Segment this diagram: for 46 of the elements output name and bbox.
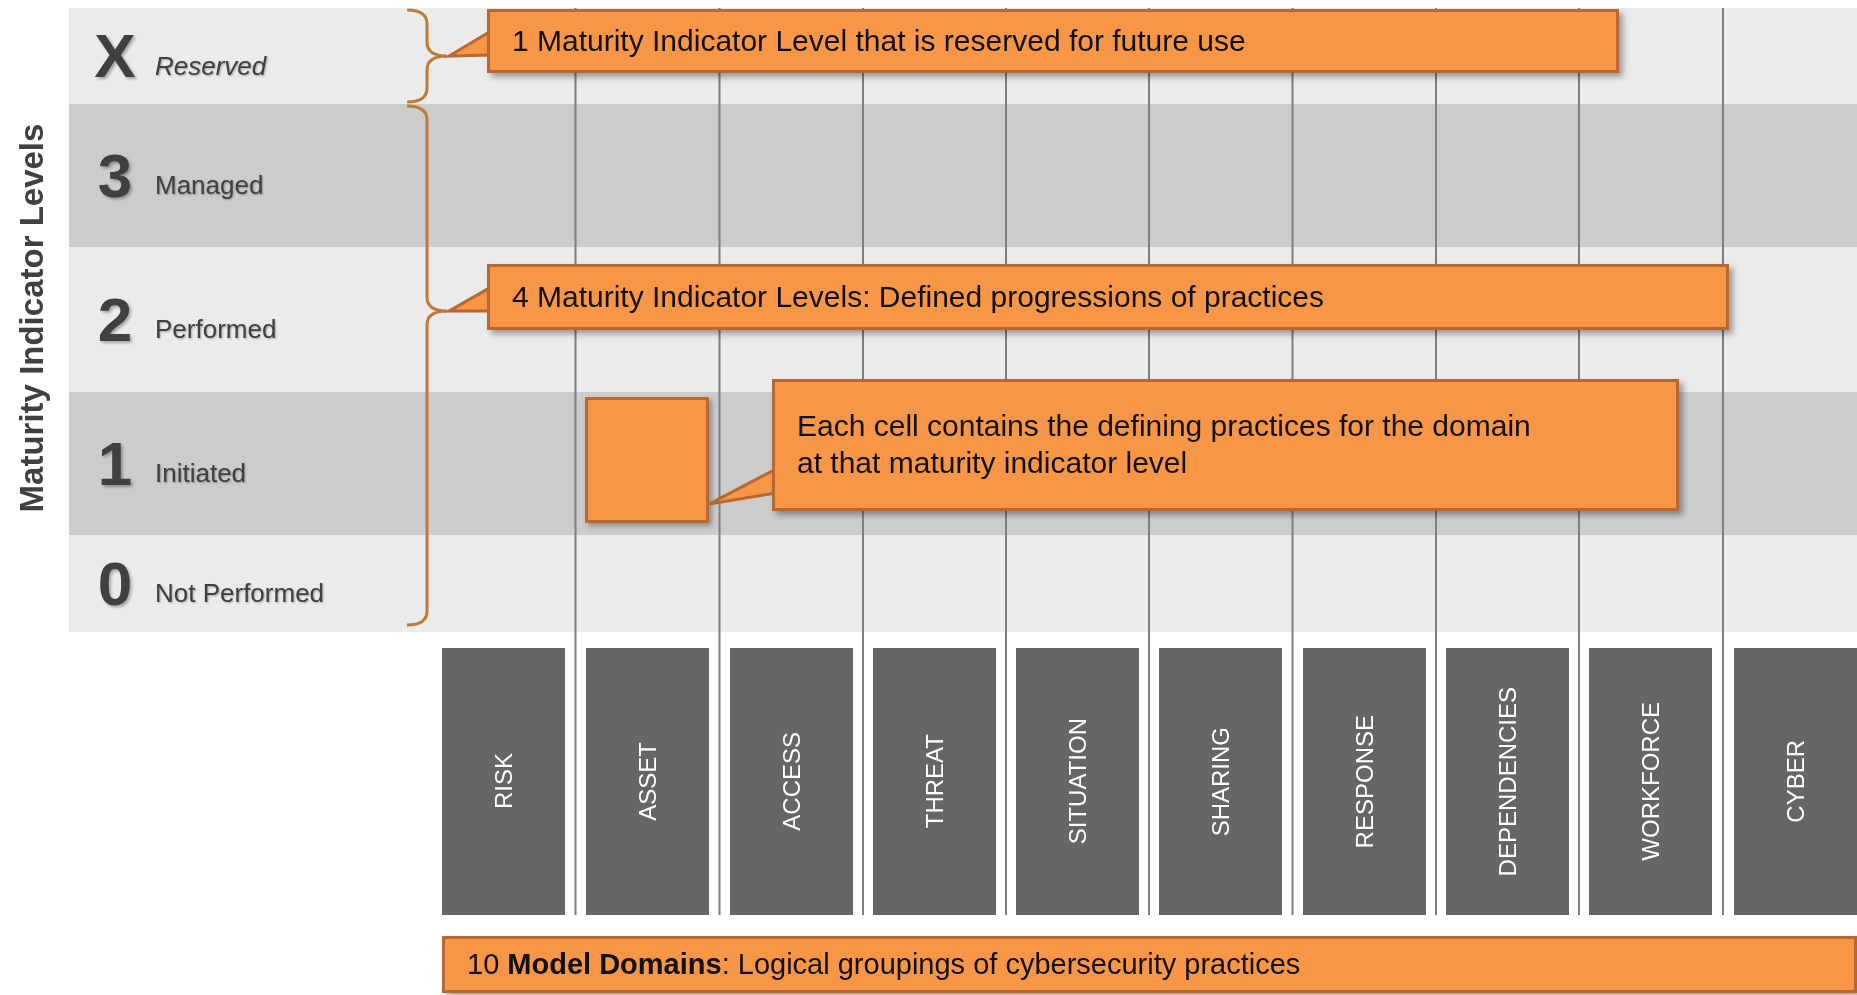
domain-column [730, 648, 853, 915]
level-name: Reserved [155, 50, 267, 82]
level-name: Performed [155, 314, 277, 345]
level-band [69, 535, 1857, 632]
level-number: 2 [96, 288, 134, 351]
level-number: 3 [96, 144, 134, 207]
domain-column [442, 648, 565, 915]
callout-box [772, 379, 1679, 511]
level-name: Managed [155, 170, 264, 201]
callout-text: 1 Maturity Indicator Level that is reserved for future use [512, 22, 1246, 59]
callout-box [487, 9, 1619, 73]
level-number: X [93, 25, 137, 87]
callout-text: Each cell contains the defining practices for the domain at that maturity indicator level [797, 408, 1532, 481]
domains-callout [442, 936, 1857, 993]
level-number: 1 [96, 432, 134, 495]
domain-column [873, 648, 996, 915]
domain-column [1446, 648, 1569, 915]
level-name: Initiated [155, 458, 247, 489]
domain-name: THREAT [920, 734, 949, 829]
domain-name: ASSET [633, 742, 662, 821]
domain-column [1159, 648, 1282, 915]
domain-name: WORKFORCE [1636, 702, 1665, 861]
domain-name: ACCESS [777, 732, 806, 831]
domain-name: SITUATION [1063, 718, 1092, 845]
level-band [69, 104, 1857, 247]
domain-name: RISK [489, 753, 518, 810]
domain-name: SHARING [1206, 726, 1235, 837]
curly-brace [405, 104, 449, 627]
callout-text: 10 Model Domains: Logical groupings of cybersecurity practices [467, 946, 1301, 982]
callout-box [487, 264, 1729, 330]
axis-title: Maturity Indicator Levels [13, 123, 51, 513]
domain-name: RESPONSE [1350, 714, 1379, 849]
domain-column [586, 648, 709, 915]
domain-name: DEPENDENCIES [1493, 686, 1522, 877]
cell-example [585, 397, 709, 523]
domain-column [1016, 648, 1139, 915]
level-number: 0 [96, 552, 134, 615]
callout-text: 4 Maturity Indicator Levels: Defined progressions of practices [512, 278, 1325, 315]
level-band [69, 247, 1857, 392]
curly-brace [405, 8, 449, 104]
domain-name: CYBER [1781, 740, 1810, 823]
domain-column [1303, 648, 1426, 915]
domain-column [1589, 648, 1712, 915]
level-name: Not Performed [155, 578, 325, 609]
domain-column [1734, 648, 1857, 915]
level-band [69, 8, 1857, 104]
